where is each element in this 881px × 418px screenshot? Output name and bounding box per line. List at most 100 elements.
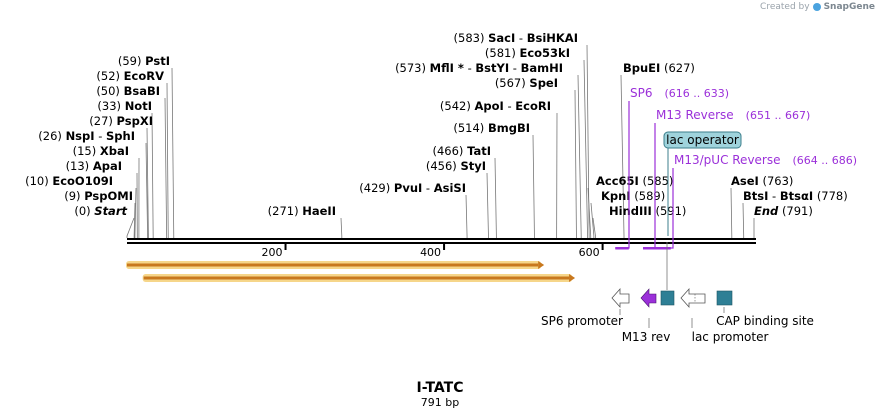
site-name: ApaI (93, 159, 122, 173)
credit-prefix: Created by (760, 2, 810, 12)
site-leader-line (166, 82, 169, 238)
site-separator: - (422, 181, 433, 195)
site-name: XbaI (100, 144, 129, 158)
site-label: (10) EcoO109I (25, 174, 113, 188)
site-label: KpnI (589) (601, 189, 665, 203)
site-position: (10) (25, 174, 49, 188)
lac-operator-feature (660, 290, 675, 306)
lac-promoter-arrow (680, 287, 706, 309)
lac-operator-label: lac operator (666, 133, 739, 147)
primer-bar (615, 247, 629, 250)
site-name: MflI * (430, 61, 464, 75)
site-leader-line (592, 217, 596, 238)
site-label: (429) PvuI - AsiSI (359, 181, 466, 195)
orfs (126, 261, 576, 282)
site-label: (13) ApaI (66, 159, 122, 173)
primer-range: (664 .. 686) (793, 154, 858, 167)
site-labels: (0) Start(9) PspOMI(10) EcoO109I(13) Apa… (25, 31, 848, 218)
site-leader-line (171, 67, 175, 238)
construct-title: I-TATC (417, 380, 464, 396)
site-name: NotI (125, 99, 152, 113)
primer-range: (651 .. 667) (746, 109, 811, 122)
snapgene-credit: Created by SnapGene (760, 2, 875, 12)
site-label: (514) BmgBI (453, 121, 530, 135)
site-separator: - (464, 61, 475, 75)
site-label: (52) EcoRV (96, 69, 164, 83)
site-position: (50) (96, 84, 120, 98)
primer-bar (643, 247, 656, 250)
site-label: (466) TatI (433, 144, 492, 158)
site-leader-line (586, 44, 590, 238)
site-name: BmgBI (488, 121, 530, 135)
site-name: End (754, 204, 779, 218)
ruler-label: 400 (420, 246, 441, 259)
site-label: End (791) (754, 204, 813, 218)
site-name: TatI (467, 144, 491, 158)
site-name: BtsI (743, 189, 768, 203)
site-label: (15) XbaI (73, 144, 129, 158)
site-label: (26) NspI - SphI (38, 129, 135, 143)
site-label: (583) SacI - BsiHKAI (454, 31, 578, 45)
site-name: Eco53kI (519, 46, 570, 60)
site-position: (27) (89, 114, 113, 128)
site-separator: - (768, 189, 779, 203)
site-separator: - (515, 31, 526, 45)
site-position: (627) (664, 61, 695, 75)
site-leader-line (532, 134, 535, 238)
feature-label: SP6 promoter (541, 314, 623, 328)
site-position: (589) (634, 189, 665, 203)
site-leader-line (145, 142, 149, 238)
site-name: PspOMI (84, 189, 133, 203)
site-name: Acc65I (596, 174, 639, 188)
primer-bar (653, 247, 671, 250)
site-name: BamHI (521, 61, 563, 75)
m13-rev-arrow (640, 288, 657, 308)
site-position: (466) (433, 144, 464, 158)
site-leader-line (134, 187, 137, 238)
site-separator: - (95, 129, 106, 143)
site-position: (585) (642, 174, 673, 188)
site-name: BpuEI (623, 61, 660, 75)
site-leader-line (574, 89, 577, 238)
feature-label: CAP binding site (716, 314, 814, 328)
ruler-tick (284, 244, 287, 250)
site-position: (583) (454, 31, 485, 45)
site-label: (581) Eco53kI (485, 46, 570, 60)
site-name: BtsαI (780, 189, 813, 203)
orf-arrowhead (569, 274, 576, 282)
site-leader-lines (126, 44, 755, 238)
site-name: AseI (731, 174, 759, 188)
site-leader-line (465, 194, 468, 238)
site-leader-line (620, 74, 625, 238)
site-name: PspXI (117, 114, 153, 128)
site-label: (0) Start (74, 204, 127, 218)
primer-name: M13 Reverse (656, 108, 734, 122)
site-position: (514) (453, 121, 484, 135)
site-label: (50) BsaBI (96, 84, 160, 98)
orf-arrow (126, 261, 545, 269)
site-leader-line (340, 217, 343, 238)
site-name: SacI (488, 31, 515, 45)
primers: SP6(616 .. 633)M13 Reverse(651 .. 667)M1… (615, 86, 857, 250)
site-leader-line (590, 202, 595, 238)
site-name: HaeII (302, 204, 336, 218)
site-position: (542) (440, 99, 471, 113)
site-leader-line (126, 217, 135, 238)
site-label: (456) StyI (426, 159, 486, 173)
site-position: (573) (395, 61, 426, 75)
orf-bar (143, 276, 570, 280)
site-label: Acc65I (585) (596, 174, 673, 188)
snapgene-logo-icon (812, 3, 821, 11)
site-name: PstI (145, 54, 170, 68)
site-label: AseI (763) (731, 174, 793, 188)
site-name: BsiHKAI (527, 31, 578, 45)
site-position: (456) (426, 159, 457, 173)
site-leader-line (583, 59, 588, 238)
site-leader-line (151, 112, 154, 238)
sp6-promoter-arrow (611, 287, 630, 309)
primer-range: (616 .. 633) (665, 87, 730, 100)
site-label: (33) NotI (97, 99, 152, 113)
m13-rev-feature: M13 rev (622, 288, 670, 344)
orf-arrowhead (538, 261, 545, 269)
